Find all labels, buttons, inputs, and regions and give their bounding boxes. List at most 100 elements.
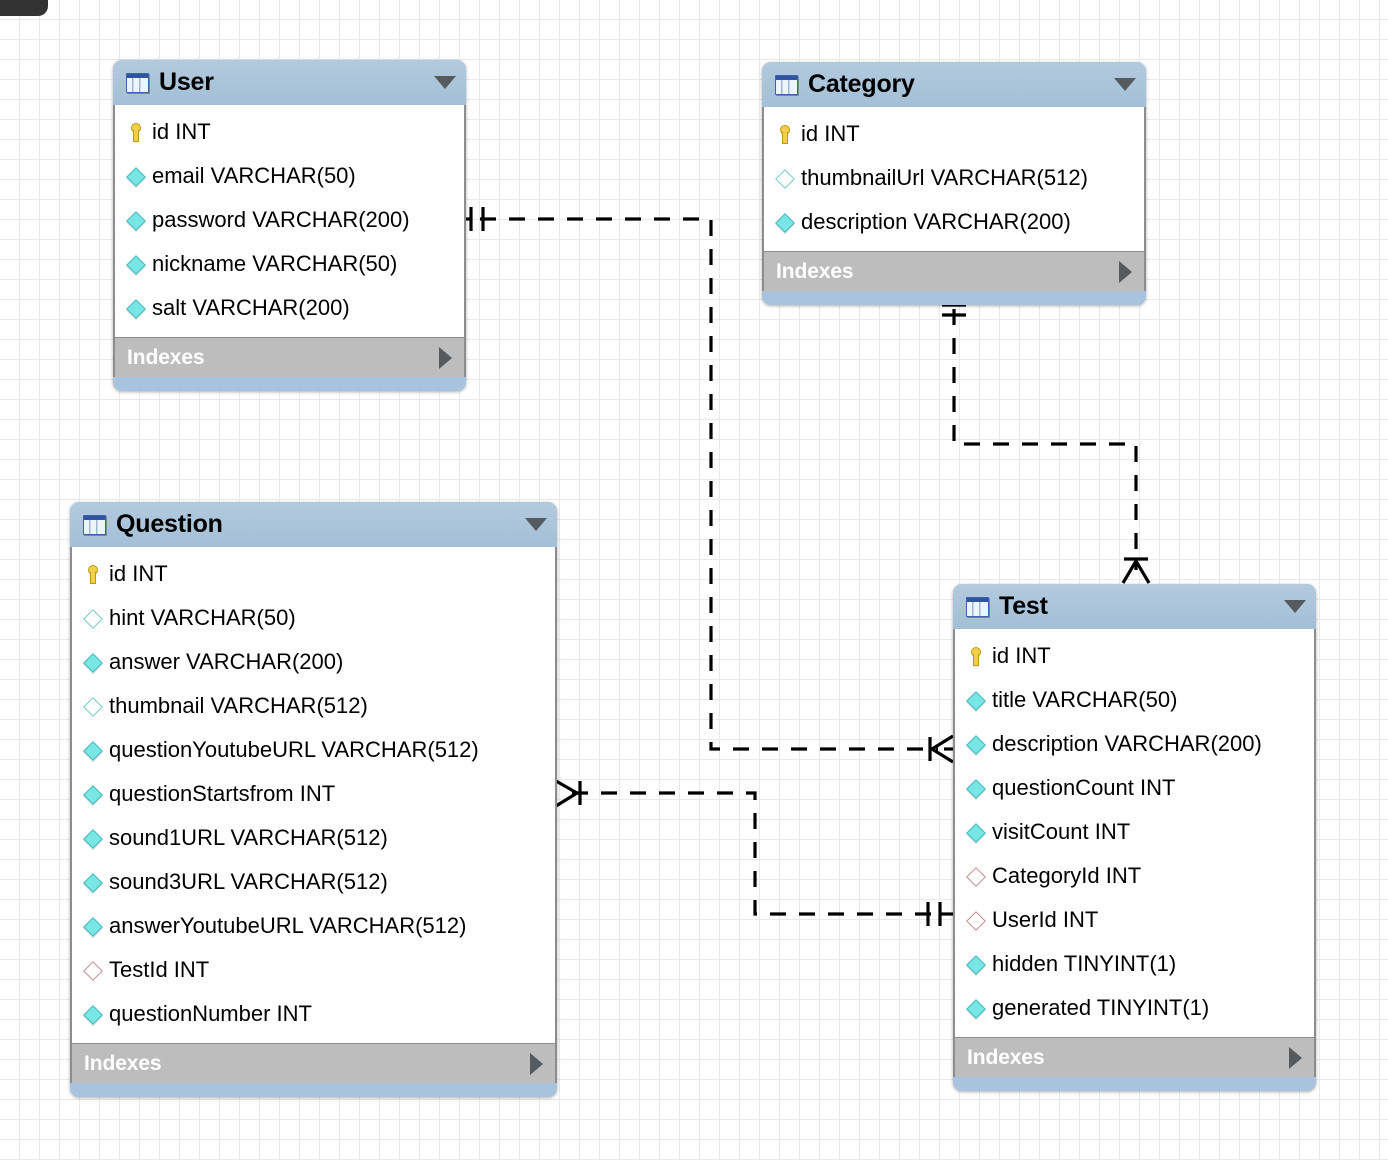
table-title: Question — [116, 510, 223, 538]
table-column-row[interactable]: sound1URL VARCHAR(512) — [72, 816, 555, 860]
table-column-row[interactable]: generated TINYINT(1) — [955, 986, 1314, 1030]
table-header-user[interactable]: User — [113, 60, 466, 105]
column-diamond-icon — [82, 651, 102, 673]
chevron-down-icon[interactable] — [525, 518, 547, 531]
table-icon — [126, 72, 149, 93]
indexes-label: Indexes — [776, 259, 854, 283]
table-column-row[interactable]: visitCount INT — [955, 810, 1314, 854]
column-label: sound1URL VARCHAR(512) — [109, 825, 388, 850]
column-label: sound3URL VARCHAR(512) — [109, 869, 388, 894]
table-column-row[interactable]: id INT — [955, 634, 1314, 678]
table-column-row[interactable]: questionYoutubeURL VARCHAR(512) — [72, 728, 555, 772]
column-diamond-icon — [125, 165, 145, 187]
er-table-question[interactable]: Question id INT hint VARCHAR(50) answer VAR… — [70, 502, 557, 1097]
table-column-row[interactable]: CategoryId INT — [955, 854, 1314, 898]
column-diamond-icon — [965, 953, 985, 975]
table-column-row[interactable]: id INT — [764, 112, 1144, 156]
column-label: visitCount INT — [992, 819, 1131, 844]
fk-diamond-icon — [965, 909, 985, 931]
column-diamond-icon — [965, 689, 985, 711]
table-column-row[interactable]: answer VARCHAR(200) — [72, 640, 555, 684]
table-column-row[interactable]: questionNumber INT — [72, 992, 555, 1036]
column-diamond-hollow-icon — [774, 167, 794, 189]
table-column-row[interactable]: hidden TINYINT(1) — [955, 942, 1314, 986]
pk-key-icon — [125, 121, 145, 143]
er-table-category[interactable]: Category id INT thumbnailUrl VARCHAR(512) d… — [762, 62, 1146, 305]
column-label: password VARCHAR(200) — [152, 207, 410, 232]
table-column-row[interactable]: hint VARCHAR(50) — [72, 596, 555, 640]
table-column-row[interactable]: questionStartsfrom INT — [72, 772, 555, 816]
column-label: id INT — [152, 119, 211, 144]
column-diamond-icon — [82, 871, 102, 893]
relationship-line — [952, 309, 1138, 570]
table-header-question[interactable]: Question — [70, 502, 557, 547]
column-label: id INT — [801, 121, 860, 146]
table-icon — [83, 514, 106, 535]
table-column-row[interactable]: questionCount INT — [955, 766, 1314, 810]
chevron-right-icon[interactable] — [439, 346, 452, 369]
table-column-row[interactable]: email VARCHAR(50) — [115, 154, 464, 198]
column-diamond-icon — [82, 1003, 102, 1025]
er-table-user[interactable]: User id INT email VARCHAR(50) password VARC… — [113, 60, 466, 391]
table-header-category[interactable]: Category — [762, 62, 1146, 107]
table-column-row[interactable]: description VARCHAR(200) — [955, 722, 1314, 766]
table-header-test[interactable]: Test — [953, 584, 1316, 629]
chevron-down-icon[interactable] — [434, 76, 456, 89]
chevron-right-icon[interactable] — [530, 1052, 543, 1075]
column-diamond-icon — [82, 827, 102, 849]
column-diamond-icon — [125, 209, 145, 231]
pk-key-icon — [774, 123, 794, 145]
table-column-row[interactable]: password VARCHAR(200) — [115, 198, 464, 242]
table-column-row[interactable]: title VARCHAR(50) — [955, 678, 1314, 722]
table-column-row[interactable]: answerYoutubeURL VARCHAR(512) — [72, 904, 555, 948]
table-column-row[interactable]: description VARCHAR(200) — [764, 200, 1144, 244]
table-columns-user: id INT email VARCHAR(50) password VARCHAR(… — [113, 105, 466, 337]
column-diamond-icon — [82, 739, 102, 761]
column-label: salt VARCHAR(200) — [152, 295, 350, 320]
table-column-row[interactable]: id INT — [115, 110, 464, 154]
indexes-label: Indexes — [84, 1051, 162, 1075]
table-title: Test — [999, 592, 1048, 620]
relationship-category-test[interactable] — [942, 303, 1151, 584]
table-column-row[interactable]: UserId INT — [955, 898, 1314, 942]
table-column-row[interactable]: nickname VARCHAR(50) — [115, 242, 464, 286]
column-label: id INT — [109, 561, 168, 586]
fk-diamond-icon — [965, 865, 985, 887]
table-columns-category: id INT thumbnailUrl VARCHAR(512) descripti… — [762, 107, 1146, 251]
chevron-right-icon[interactable] — [1119, 260, 1132, 283]
column-label: questionNumber INT — [109, 1001, 312, 1026]
column-label: questionCount INT — [992, 775, 1176, 800]
table-title: Category — [808, 70, 915, 98]
column-label: answer VARCHAR(200) — [109, 649, 344, 674]
relationship-question-test[interactable] — [555, 779, 953, 926]
indexes-section-test[interactable]: Indexes — [953, 1037, 1316, 1077]
toolbar-fragment — [0, 0, 48, 16]
column-label: description VARCHAR(200) — [801, 209, 1071, 234]
table-column-row[interactable]: TestId INT — [72, 948, 555, 992]
column-label: answerYoutubeURL VARCHAR(512) — [109, 913, 467, 938]
column-label: hint VARCHAR(50) — [109, 605, 296, 630]
chevron-right-icon[interactable] — [1289, 1046, 1302, 1069]
column-label: questionYoutubeURL VARCHAR(512) — [109, 737, 479, 762]
indexes-section-category[interactable]: Indexes — [762, 251, 1146, 291]
chevron-down-icon[interactable] — [1284, 600, 1306, 613]
table-column-row[interactable]: id INT — [72, 552, 555, 596]
table-column-row[interactable]: thumbnail VARCHAR(512) — [72, 684, 555, 728]
table-column-row[interactable]: sound3URL VARCHAR(512) — [72, 860, 555, 904]
table-icon — [966, 596, 989, 617]
table-column-row[interactable]: salt VARCHAR(200) — [115, 286, 464, 330]
column-label: UserId INT — [992, 907, 1099, 932]
column-diamond-icon — [965, 733, 985, 755]
column-diamond-hollow-icon — [82, 695, 102, 717]
column-diamond-hollow-icon — [82, 607, 102, 629]
table-columns-question: id INT hint VARCHAR(50) answer VARCHAR(200… — [70, 547, 557, 1043]
table-column-row[interactable]: thumbnailUrl VARCHAR(512) — [764, 156, 1144, 200]
indexes-label: Indexes — [967, 1045, 1045, 1069]
indexes-section-user[interactable]: Indexes — [113, 337, 466, 377]
chevron-down-icon[interactable] — [1114, 78, 1136, 91]
indexes-section-question[interactable]: Indexes — [70, 1043, 557, 1083]
column-diamond-icon — [965, 777, 985, 799]
